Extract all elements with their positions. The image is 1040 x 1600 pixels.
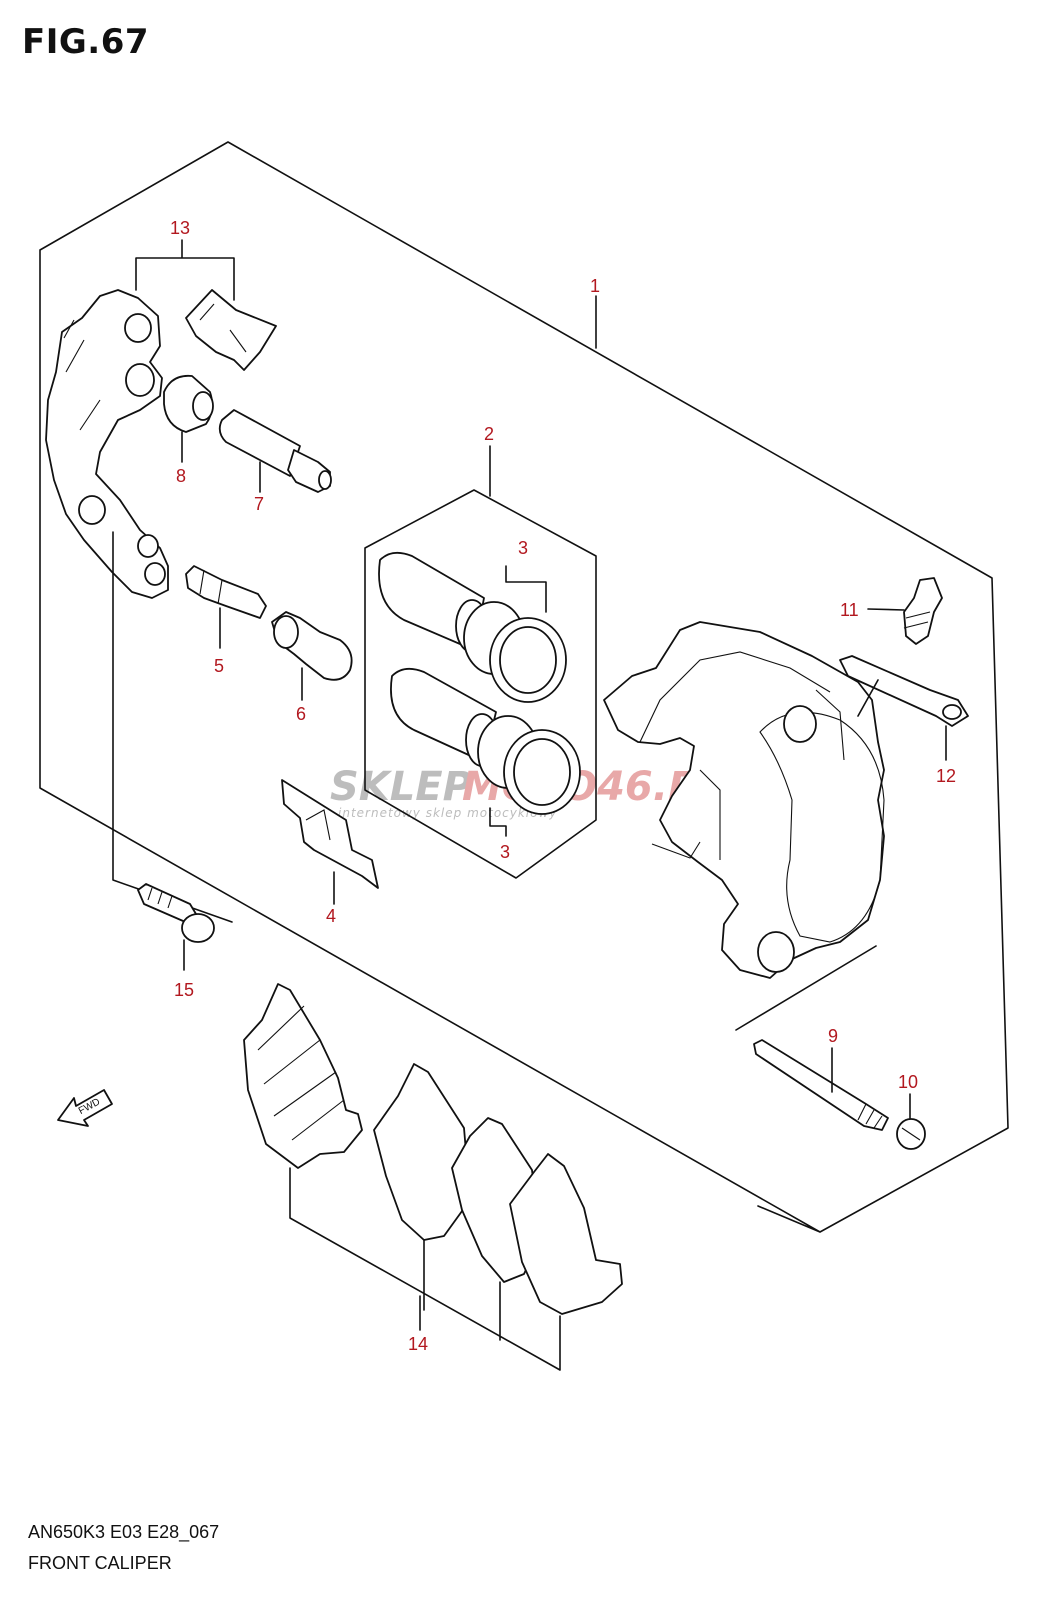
callout-7: 7 — [254, 494, 264, 514]
fwd-arrow: FWD — [57, 1089, 113, 1127]
slide-pin-6 — [271, 611, 353, 701]
mounting-bolt — [137, 883, 215, 971]
slide-pin-7 — [218, 409, 332, 493]
callout-2: 2 — [484, 424, 494, 444]
pad-plate — [839, 655, 969, 761]
caliper-body — [603, 621, 885, 979]
piston-group-outline — [364, 445, 597, 879]
callout-12: 12 — [936, 766, 956, 786]
callout-14: 14 — [408, 1334, 428, 1354]
callout-3-bottom: 3 — [500, 842, 510, 862]
callout-15: 15 — [174, 980, 194, 1000]
callout-10: 10 — [898, 1072, 918, 1092]
pad-shim — [281, 779, 379, 905]
pad-spring — [185, 289, 277, 371]
callout-labels: 1 2 3 3 4 5 6 7 8 9 10 11 12 13 14 15 — [170, 218, 956, 1354]
assembly-outline — [39, 141, 1009, 1233]
callout-3-top: 3 — [518, 538, 528, 558]
pad-pin — [735, 945, 889, 1131]
watermark-tagline: internetowy sklep motocyklowy — [338, 806, 557, 820]
boot — [163, 374, 214, 463]
watermark-brand-left: SKLEP — [330, 764, 472, 810]
figure-title: FIG.67 — [22, 22, 150, 62]
piston-seals — [463, 565, 581, 837]
slide-pin-5 — [185, 565, 267, 649]
callout-1: 1 — [590, 276, 600, 296]
callout-4: 4 — [326, 906, 336, 926]
callout-6: 6 — [296, 704, 306, 724]
pin-plug — [896, 1093, 926, 1150]
caliper-bracket — [45, 239, 235, 923]
callout-11: 11 — [840, 600, 859, 620]
model-code: AN650K3 E03 E28_067 — [28, 1522, 220, 1542]
callout-9: 9 — [828, 1026, 838, 1046]
section-name: FRONT CALIPER — [28, 1553, 172, 1573]
callout-8: 8 — [176, 466, 186, 486]
bleeder-valve — [867, 577, 943, 645]
brake-pads — [243, 983, 623, 1371]
callout-13: 13 — [170, 218, 190, 238]
callout-5: 5 — [214, 656, 224, 676]
